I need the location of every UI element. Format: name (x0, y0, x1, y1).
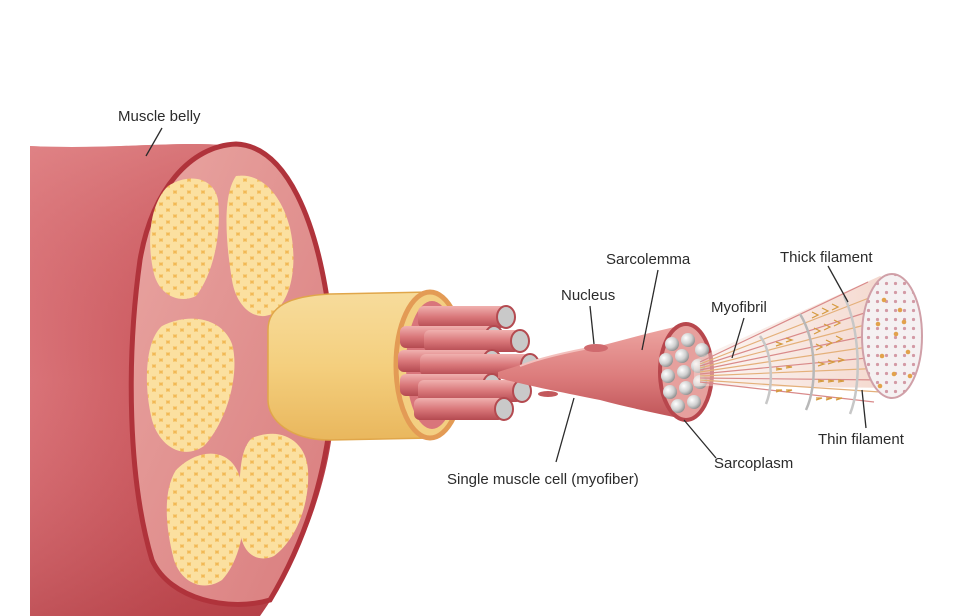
label-single-muscle-cell: Single muscle cell (myofiber) (447, 471, 639, 488)
label-sarcolemma: Sarcolemma (606, 251, 691, 268)
leader-lines (145, 127, 867, 463)
thick-filament-chevrons (775, 303, 846, 401)
fascicle (150, 178, 219, 300)
fascicle (239, 433, 309, 559)
label-sarcoplasm: Sarcoplasm (714, 455, 793, 472)
fascicle (166, 453, 244, 586)
sarcomere-bands (758, 295, 859, 415)
leader-single-muscle-cell (555, 397, 575, 463)
leader-myofibril (731, 317, 745, 359)
fascicle-cross-sections (146, 175, 309, 586)
myofibril-expansion (694, 273, 923, 415)
leader-sarcoplasm (683, 419, 717, 459)
muscle-fiber-bundle (398, 305, 540, 421)
muscle-belly (30, 141, 336, 616)
leader-nucleus (589, 305, 595, 345)
label-muscle-belly: Muscle belly (118, 108, 201, 125)
label-myofibril: Myofibril (711, 299, 767, 316)
nucleus-bump (584, 344, 608, 352)
muscle-fiber (424, 329, 530, 353)
muscle-fiber (418, 379, 532, 403)
leader-thin-filament (861, 389, 867, 429)
labels: Muscle belly Sarcolemma Nucleus Myofibri… (118, 108, 905, 488)
single-muscle-cell (498, 322, 714, 422)
label-nucleus: Nucleus (561, 287, 615, 304)
muscle-fiber (414, 397, 514, 421)
fascicle (146, 318, 235, 452)
leader-muscle-belly (145, 127, 163, 157)
leader-sarcolemma (641, 269, 659, 351)
leader-thick-filament (827, 265, 849, 303)
label-thin-filament: Thin filament (818, 431, 905, 448)
myofibril-cut-end (861, 273, 923, 399)
thick-filament-dots (875, 297, 913, 389)
fascicle (226, 175, 294, 317)
muscle-fiber (418, 305, 516, 329)
label-thick-filament: Thick filament (780, 249, 873, 266)
